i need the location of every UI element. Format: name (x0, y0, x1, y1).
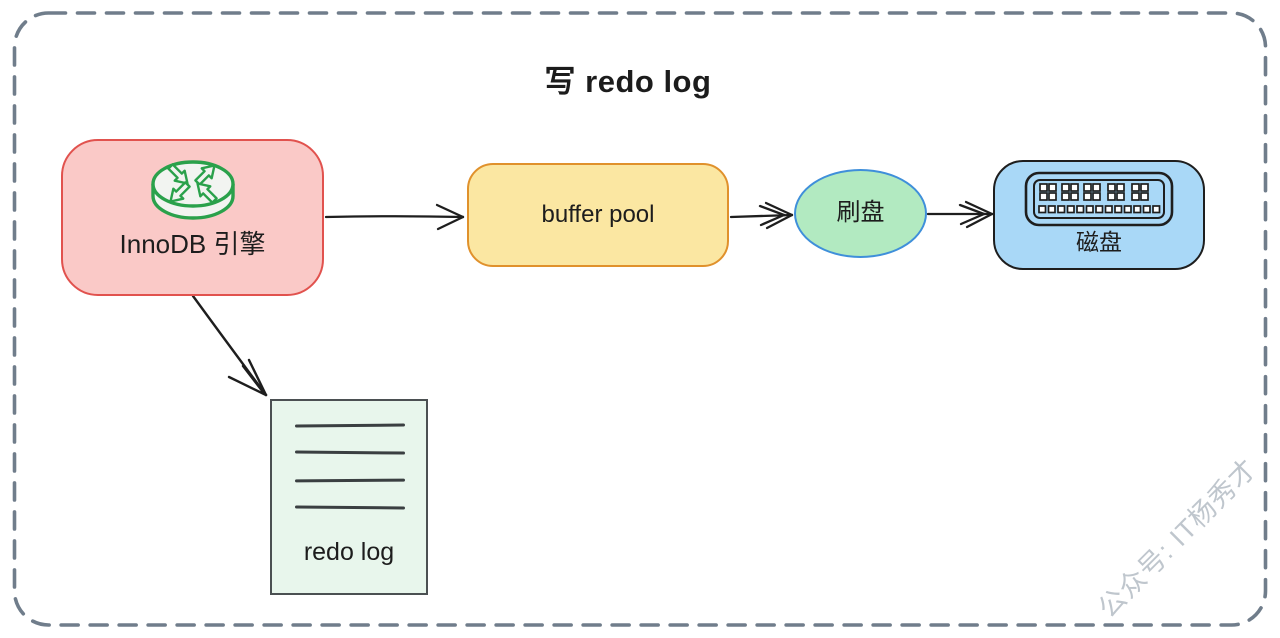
watermark: 公众号: IT杨秀才 (1092, 453, 1263, 624)
node-disk: 磁盘 (993, 160, 1205, 270)
node-buffer-pool: buffer pool (467, 163, 729, 267)
arrow-bufferpool-to-flush (729, 201, 794, 230)
document-text-line (294, 423, 406, 428)
document-text-line (294, 478, 406, 483)
node-flush-to-disk: 刷盘 (794, 169, 927, 258)
dashed-frame (12, 11, 1268, 627)
node-innodb-engine: InnoDB 引擎 (61, 139, 324, 296)
arrow-innodb-to-redolog (191, 294, 268, 397)
document-text-line (294, 450, 406, 455)
node-label-disk: 磁盘 (1076, 229, 1122, 255)
arrow-flush-to-disk (926, 200, 994, 229)
arrow-innodb-to-bufferpool (324, 203, 465, 231)
diagram-title: 写 redo log (544, 64, 712, 99)
router-icon (150, 160, 235, 220)
disk-connector-icon (1024, 171, 1174, 227)
node-label-innodb: InnoDB 引擎 (119, 229, 266, 259)
node-label-buffer-pool: buffer pool (541, 200, 655, 228)
node-label-redo-log: redo log (303, 538, 395, 566)
node-label-flush: 刷盘 (836, 199, 885, 227)
node-redo-log-document: redo log (270, 399, 428, 595)
document-text-line (294, 505, 406, 510)
